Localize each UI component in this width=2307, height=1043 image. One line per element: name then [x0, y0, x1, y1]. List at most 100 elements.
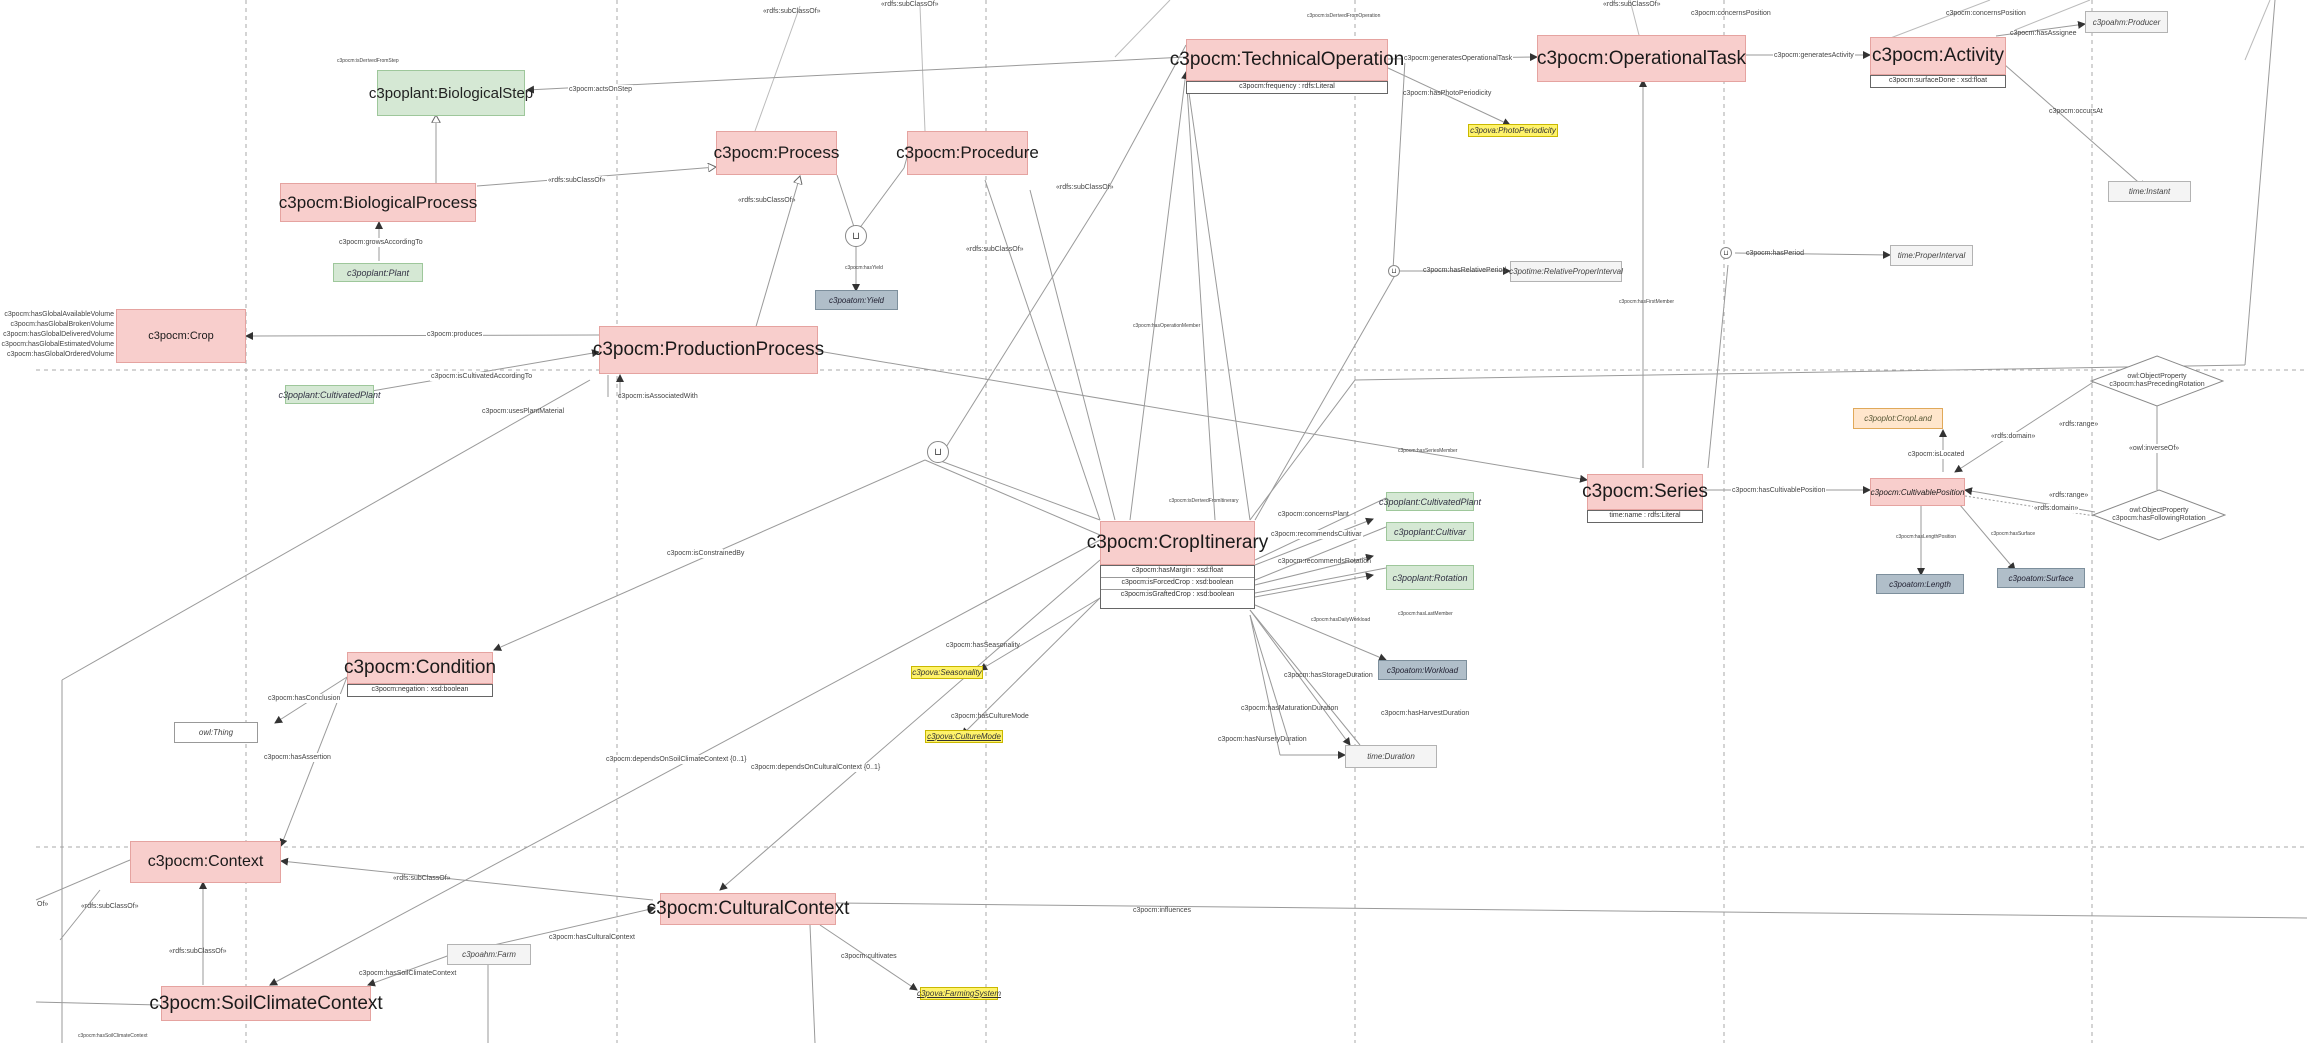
diamond-following-rotation[interactable]	[2092, 489, 2226, 541]
edge-label: «rdfs:subClassOf»	[738, 197, 796, 204]
class-label: c3pocm:Process	[713, 143, 840, 162]
external-photo-periodicity[interactable]: c3pova:PhotoPeriodicity	[1468, 124, 1558, 137]
node-label: c3pova:FarmingSystem	[916, 989, 1002, 998]
node-label: c3poatom:Surface	[2008, 573, 2074, 583]
external-rotation[interactable]: c3poplant:Rotation	[1386, 565, 1474, 590]
class-label: c3pocm:Condition	[343, 657, 497, 678]
class-label: c3pocm:Procedure	[896, 143, 1039, 162]
diamond-line: c3pocm:hasFollowingRotation	[2112, 515, 2206, 522]
edge-label: c3pocm:hasYield	[845, 265, 883, 271]
diamond-preceding-rotation[interactable]	[2090, 355, 2224, 407]
edge-label: c3pocm:usesPlantMaterial	[482, 408, 565, 415]
class-operational-task[interactable]: c3pocm:OperationalTask	[1537, 35, 1746, 82]
attribute-row: c3pocm:negation : xsd:boolean	[371, 686, 469, 693]
union-circle-process[interactable]: ⊔	[845, 225, 867, 247]
external-seasonality[interactable]: c3pova:Seasonality	[911, 666, 983, 679]
external-farming-system[interactable]: c3pova:FarmingSystem	[916, 987, 1002, 1000]
crop-side-attr: c3pocm:hasGlobalBrokenVolume	[10, 321, 114, 328]
edge-label: c3pocm:hasDailyWorkload	[1311, 617, 1371, 623]
class-biological-process[interactable]: c3pocm:BiologicalProcess	[278, 183, 478, 222]
external-cultivated-plant-left[interactable]: c3poplant:CultivatedPlant	[278, 385, 381, 404]
edge-label: c3pocm:hasStorageDuration	[1284, 672, 1373, 679]
edge-label: «rdfs:subClassOf»	[966, 246, 1024, 253]
external-surface[interactable]: c3poatom:Surface	[1997, 568, 2085, 588]
edge-label: Of»	[37, 901, 49, 908]
node-label: c3poplant:Plant	[346, 267, 410, 278]
external-cultivable-position[interactable]: c3pocm:CultivablePosition	[1870, 478, 1965, 506]
external-yield[interactable]: c3poatom:Yield	[815, 290, 898, 310]
diamond-following-rotation-label: owl:ObjectProperty c3pocm:hasFollowingRo…	[2102, 507, 2216, 523]
edge-label: c3pocm:hasCulturalContext	[549, 934, 635, 941]
crop-itinerary-attributes: c3pocm:hasMargin : xsd:float c3pocm:isFo…	[1100, 565, 1255, 609]
class-soil-climate-context[interactable]: c3pocm:SoilClimateContext	[149, 986, 383, 1021]
edge-label: c3pocm:hasMaturationDuration	[1241, 705, 1339, 712]
class-label: c3pocm:BiologicalProcess	[278, 192, 478, 212]
edge-label: c3pocm:hasSeriesMember	[1398, 448, 1458, 454]
edge-label: c3pocm:concernsPosition	[1946, 10, 2026, 17]
class-technical-operation[interactable]: c3pocm:TechnicalOperation	[1170, 39, 1404, 81]
edge-label: c3pocm:produces	[426, 330, 484, 339]
edge-label: c3pocm:isDerivedFromItinerary	[1169, 498, 1239, 504]
edge-label: c3pocm:hasAssignee	[2010, 30, 2077, 37]
class-procedure[interactable]: c3pocm:Procedure	[896, 131, 1039, 175]
external-length[interactable]: c3poatom:Length	[1876, 574, 1964, 594]
edge-label: c3pocm:hasHarvestDuration	[1381, 710, 1470, 717]
attribute-row: c3pocm:surfaceDone : xsd:float	[1888, 77, 1988, 84]
class-production-process[interactable]: c3pocm:ProductionProcess	[593, 326, 824, 374]
class-context[interactable]: c3pocm:Context	[130, 841, 281, 883]
edge-label: c3pocm:isCultivatedAccordingTo	[430, 372, 534, 381]
crop-side-attributes: c3pocm:hasGlobalAvailableVolume c3pocm:h…	[0, 310, 114, 360]
external-owl-thing[interactable]: owl:Thing	[174, 722, 258, 743]
external-producer[interactable]: c3poahm:Producer	[2085, 11, 2168, 33]
edge-label: c3pocm:occursAt	[2049, 108, 2103, 115]
external-relative-proper-interval[interactable]: c3potime:RelativeProperInterval	[1509, 261, 1623, 282]
diamond-line: owl:ObjectProperty	[2127, 373, 2187, 380]
class-process[interactable]: c3pocm:Process	[713, 131, 840, 175]
external-crop-land[interactable]: c3poplot:CropLand	[1853, 408, 1943, 429]
swimlane-lines	[36, 0, 2307, 1043]
node-label: c3poplant:CultivatedPlant	[1378, 496, 1482, 507]
external-cultivated-plant-right[interactable]: c3poplant:CultivatedPlant	[1379, 492, 1481, 511]
diamond-preceding-rotation-label: owl:ObjectProperty c3pocm:hasPrecedingRo…	[2100, 373, 2214, 389]
edge-label: c3pocm:hasAssertion	[263, 753, 332, 762]
attribute-row: c3pocm:isForcedCrop : xsd:boolean	[1101, 578, 1254, 590]
external-proper-interval[interactable]: time:ProperInterval	[1890, 245, 1973, 266]
node-label: c3pova:CultureMode	[927, 732, 1001, 741]
class-series[interactable]: c3pocm:Series	[1582, 474, 1708, 510]
series-attributes: time:name : rdfs:Literal	[1587, 510, 1703, 523]
edge-label: «rdfs:subClassOf»	[547, 176, 607, 185]
attribute-row: time:name : rdfs:Literal	[1609, 512, 1681, 519]
external-culture-mode[interactable]: c3pova:CultureMode	[925, 730, 1003, 743]
node-label: c3poahm:Producer	[2092, 17, 2161, 27]
class-condition[interactable]: c3pocm:Condition	[343, 652, 497, 684]
crop-side-attr: c3pocm:hasGlobalDeliveredVolume	[3, 331, 114, 338]
edge-label: c3pocm:hasSoilClimateContext	[78, 1033, 148, 1039]
external-instant[interactable]: time:Instant	[2108, 181, 2191, 202]
union-circle-period[interactable]: ⊔	[1720, 247, 1732, 259]
edge-label: «rdfs:subClassOf»	[169, 948, 227, 955]
union-circle-condition[interactable]: ⊔	[927, 441, 949, 463]
edge-label: c3pocm:concernsPosition	[1691, 10, 1771, 17]
external-plant[interactable]: c3poplant:Plant	[333, 263, 423, 282]
union-circle-relative-period[interactable]: ⊔	[1388, 265, 1400, 277]
class-crop-itinerary[interactable]: c3pocm:CropItinerary	[1087, 521, 1268, 565]
external-cultivar[interactable]: c3poplant:Cultivar	[1386, 522, 1474, 541]
external-duration[interactable]: time:Duration	[1345, 745, 1437, 768]
node-label: c3pocm:CultivablePosition	[1870, 487, 1965, 497]
condition-attributes: c3pocm:negation : xsd:boolean	[347, 684, 493, 697]
edge-label: c3pocm:hasPeriod	[1746, 250, 1804, 257]
edge-label: c3pocm:isDerivedFromOperation	[1307, 13, 1381, 19]
edge-label: c3pocm:hasCultureMode	[951, 713, 1029, 720]
edge-label: c3pocm:hasConclusion	[267, 694, 342, 703]
edge-label: c3pocm:concernsPlant	[1278, 511, 1349, 518]
class-cultural-context[interactable]: c3pocm:CulturalContext	[647, 893, 849, 925]
class-label: c3pocm:OperationalTask	[1536, 47, 1747, 69]
edge-label: c3pocm:hasSurface	[1991, 531, 2036, 537]
external-farm[interactable]: c3poahm:Farm	[447, 944, 531, 965]
class-biological-step[interactable]: c3poplant:BiologicalStep	[369, 70, 533, 116]
class-crop[interactable]: c3pocm:Crop	[116, 309, 246, 363]
edge-label: c3pocm:isAssociatedWith	[618, 393, 698, 400]
external-workload[interactable]: c3poatom:Workload	[1378, 660, 1467, 680]
class-activity[interactable]: c3pocm:Activity	[1870, 37, 2006, 75]
